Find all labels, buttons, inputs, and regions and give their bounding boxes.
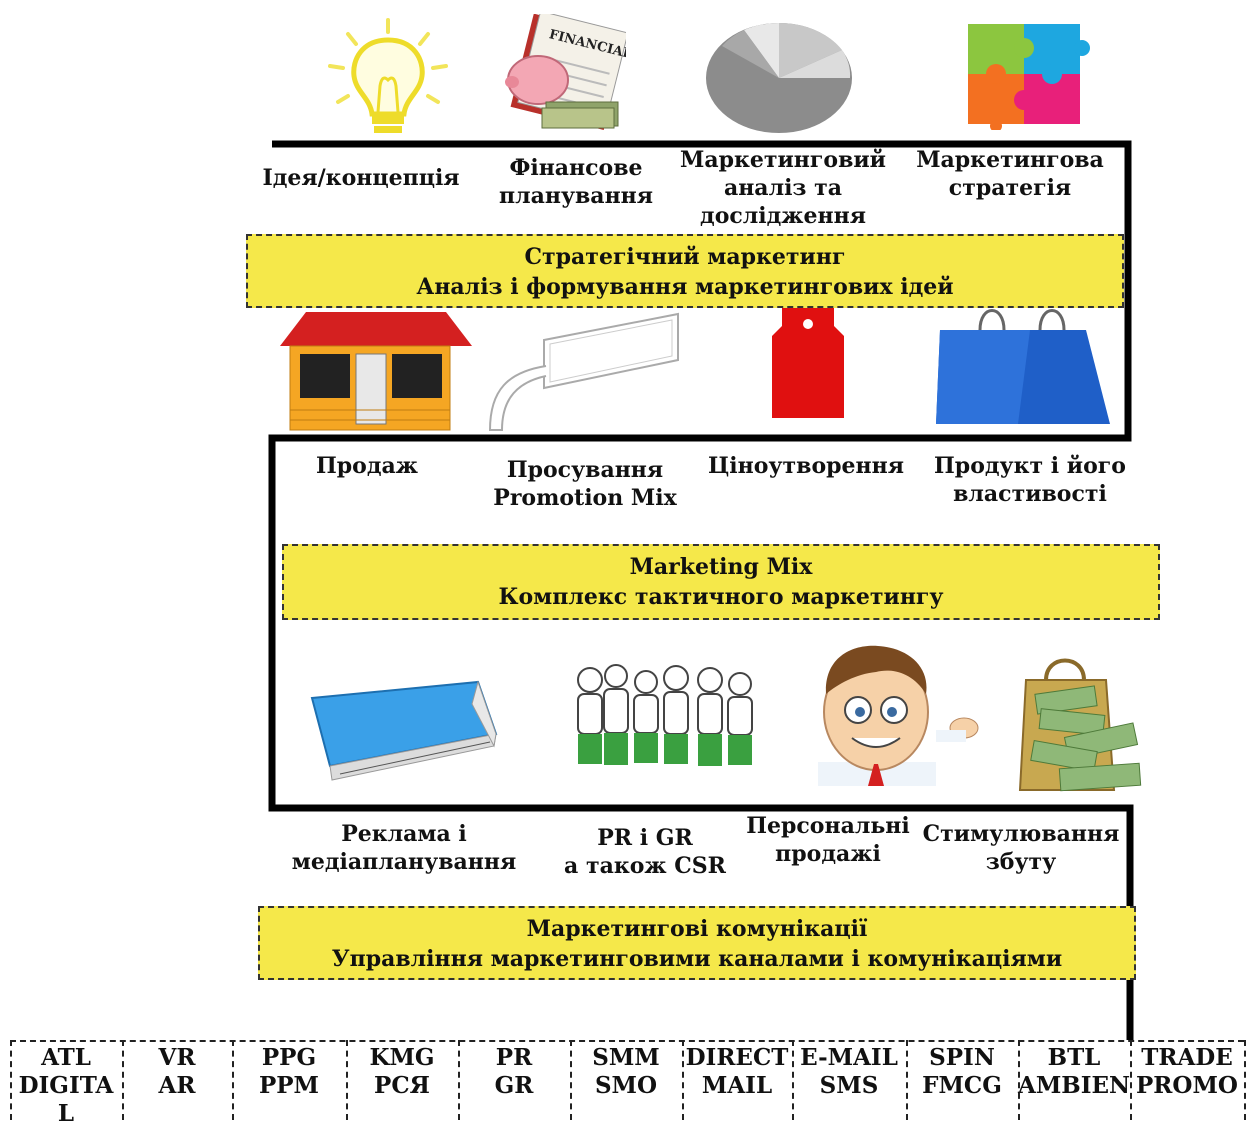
channel-separator [792, 1040, 794, 1120]
channel-cell: TRADE PROMO [1136, 1044, 1238, 1099]
label-promotion: Просування Promotion Mix [493, 457, 677, 511]
label-sales-promotion: Стимулювання збуту [922, 821, 1120, 875]
channel-separator [122, 1040, 124, 1120]
channel-cell: VR AR [158, 1044, 196, 1099]
channel-separator [346, 1040, 348, 1120]
label-advertising: Реклама і медіапланування [291, 821, 517, 875]
label-marketing-strategy: Маркетингова стратегія [916, 147, 1104, 201]
band-strategic-subtitle: Аналіз і формування маркетингових ідей [416, 274, 954, 300]
channel-separator [232, 1040, 234, 1120]
money-bag-icon [1018, 658, 1142, 792]
label-pricing: Ціноутворення [708, 453, 904, 479]
lightbulb-icon [328, 18, 448, 133]
channel-separator [1244, 1040, 1246, 1120]
channel-separator [682, 1040, 684, 1120]
label-marketing-analysis: Маркетинговий аналіз та дослідження [679, 147, 886, 229]
channel-separator [10, 1040, 12, 1120]
label-product: Продукт і його властивості [934, 453, 1126, 507]
channel-cell: PR GR [494, 1044, 534, 1099]
channel-cell: SPIN FMCG [922, 1044, 1002, 1099]
channel-cell: KMG PCЯ [369, 1044, 435, 1099]
channels-top-border [10, 1040, 1244, 1042]
channel-separator [458, 1040, 460, 1120]
band-communications-subtitle: Управління маркетинговими каналами і ком… [331, 946, 1063, 972]
band-communications-title: Маркетингові комунікації [526, 916, 868, 942]
channel-cell: SMM SMO [592, 1044, 660, 1099]
salesman-icon [818, 645, 979, 786]
billboard-icon [488, 312, 679, 431]
channel-separator [906, 1040, 908, 1120]
label-pr-gr-csr: PR і GR а також CSR [564, 825, 726, 879]
puzzle-icon [968, 24, 1090, 130]
channel-separator [570, 1040, 572, 1120]
label-sales: Продаж [316, 453, 418, 479]
band-marketing-mix: Marketing Mix Комплекс тактичного маркет… [282, 544, 1160, 620]
band-marketing-mix-subtitle: Комплекс тактичного маркетингу [498, 584, 944, 610]
channel-cell: PPG PPM [258, 1044, 320, 1099]
kiosk-icon [280, 312, 472, 431]
band-marketing-mix-title: Marketing Mix [629, 554, 813, 580]
price-tag-icon [772, 308, 844, 418]
channel-cell: ATL DIGITA L [18, 1044, 114, 1122]
channel-cell: DIRECT MAIL [685, 1044, 789, 1099]
label-financial-planning: Фінансове планування [498, 155, 654, 209]
people-group-icon [577, 664, 753, 766]
channel-separator [1130, 1040, 1132, 1120]
label-idea-concept: Ідея/концепція [262, 165, 460, 191]
shopping-bag-icon [936, 309, 1110, 424]
advertising-board-icon [310, 680, 498, 781]
band-strategic-marketing: Стратегічний маркетинг Аналіз і формуван… [246, 234, 1124, 308]
channel-cell: BTL AMBIEN [1018, 1044, 1131, 1099]
band-marketing-communications: Маркетингові комунікації Управління марк… [258, 906, 1136, 980]
label-personal-sales: Персональні продажі [746, 813, 910, 867]
financial-plan-icon: FINANCIAL PLAN [505, 14, 626, 130]
channel-cell: E-MAIL SMS [800, 1044, 898, 1099]
channel-separator [1018, 1040, 1020, 1120]
pie-chart-icon [706, 22, 852, 133]
band-strategic-title: Стратегічний маркетинг [524, 244, 846, 270]
